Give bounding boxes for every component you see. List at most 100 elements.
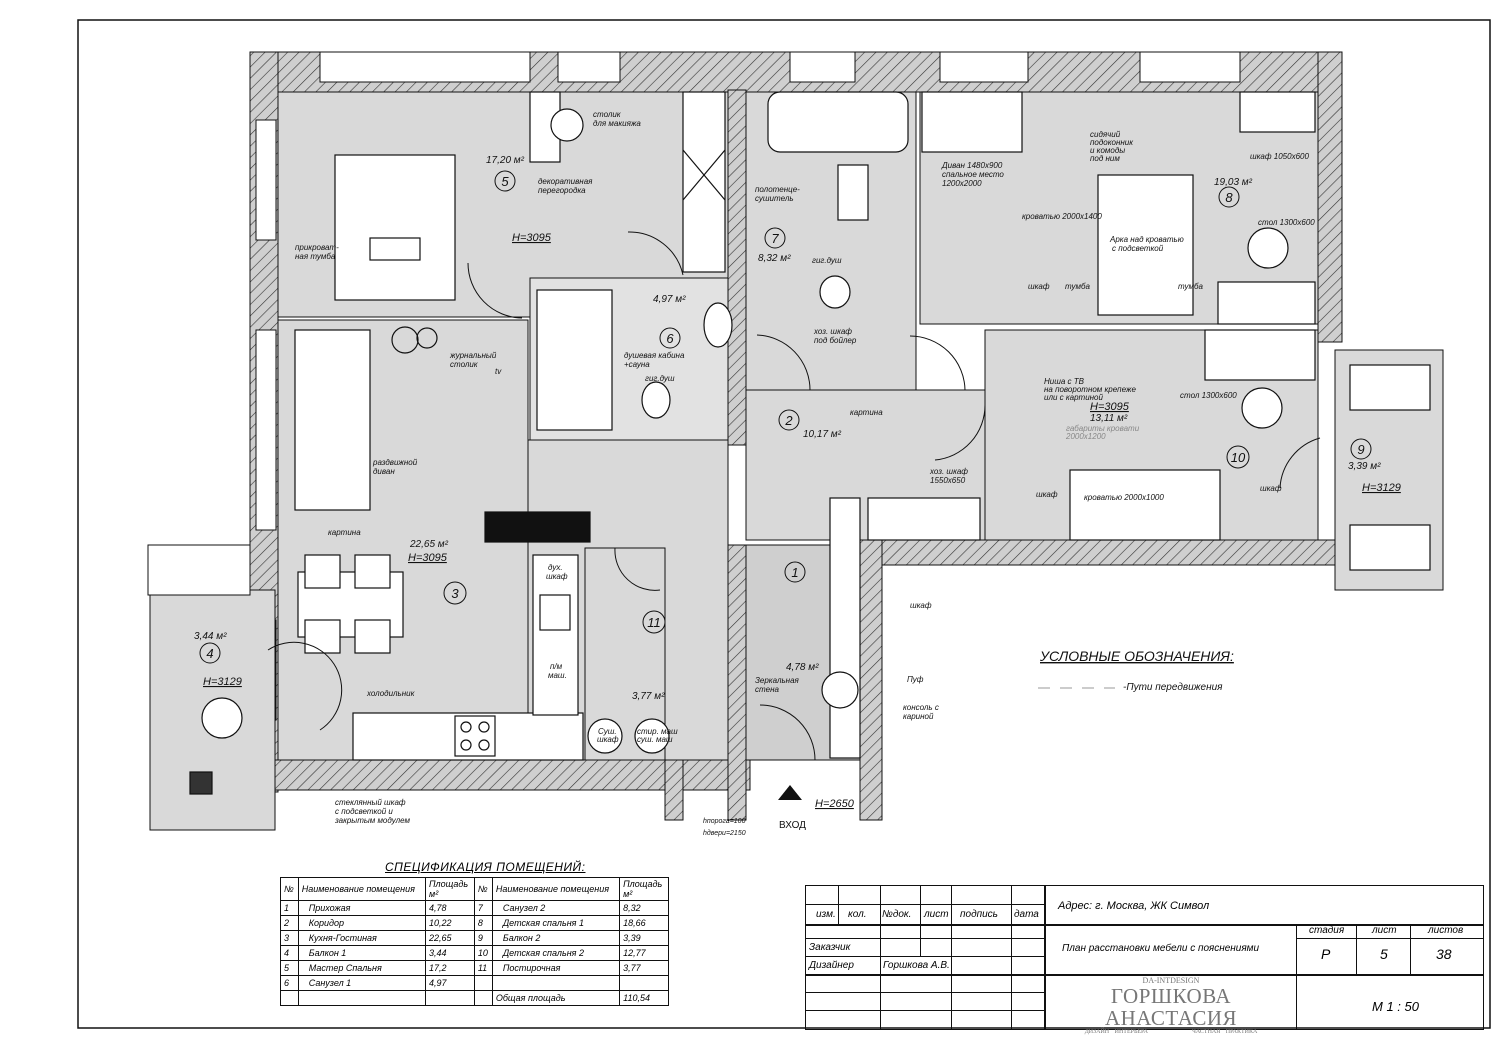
svg-text:Диван 1480х900: Диван 1480х900 (941, 161, 1003, 170)
svg-text:шкаф: шкаф (597, 735, 619, 744)
room-number-11: 11 (647, 615, 661, 630)
cell-name2: Постирочная (491, 960, 621, 976)
sheet-title: План расстановки мебели с пояснениями (1062, 943, 1260, 954)
cell-a2: 18,66 (619, 915, 669, 931)
col-date: дата (1014, 909, 1039, 920)
bed-master (334, 154, 456, 301)
room-number-6: 6 (666, 331, 674, 346)
svg-text:на поворотном крепеже: на поворотном крепеже (1044, 385, 1136, 394)
customer-label: Заказчик (809, 942, 851, 953)
svg-text:ная тумба: ная тумба (295, 252, 336, 261)
room-number-1: 1 (791, 565, 798, 580)
svg-text:шкаф: шкаф (1260, 484, 1282, 493)
drawing-frame (77, 19, 1491, 1029)
svg-text:hпорога=100: hпорога=100 (703, 818, 746, 825)
svg-text:подоконник: подоконник (1090, 138, 1134, 147)
svg-text:стол 1300х600: стол 1300х600 (1258, 218, 1315, 227)
svg-text:1200х2000: 1200х2000 (942, 179, 982, 188)
legend-item-paths: -Пути передвижения (1123, 682, 1223, 693)
svg-text:консоль с: консоль с (903, 703, 939, 712)
col-izm: изм. (816, 909, 836, 920)
cell-name1: Коридор (297, 915, 427, 931)
cell-name2: Детская спальня 2 (491, 945, 621, 961)
room-area-11: 3,77 м² (632, 691, 665, 702)
cell-n2: 7 (473, 900, 493, 916)
svg-text:холодильник: холодильник (366, 689, 416, 698)
svg-text:декоративная: декоративная (538, 177, 593, 186)
svg-text:столик: столик (593, 110, 622, 119)
svg-text:или с картиной: или с картиной (1044, 393, 1103, 402)
designer-name: Горшкова А.В. (883, 960, 950, 971)
svg-text:2000х1200: 2000х1200 (1065, 432, 1106, 441)
cell-n2 (473, 975, 493, 991)
room-number-2: 2 (784, 413, 793, 428)
svg-text:прикроват-: прикроват- (295, 243, 339, 252)
balcony-4-rail (147, 544, 251, 596)
room-number-9: 9 (1357, 442, 1364, 457)
sofa-8 (921, 91, 1023, 153)
cell-a2 (619, 975, 669, 991)
svg-text:диван: диван (373, 467, 395, 476)
svg-text:кроватью 2000х1000: кроватью 2000х1000 (1084, 493, 1164, 502)
svg-text:стеклянный шкаф: стеклянный шкаф (335, 798, 406, 807)
room-area-2: 10,17 м² (803, 429, 842, 440)
room-area-4: 3,44 м² (194, 631, 227, 642)
cell-n2: 11 (473, 960, 493, 976)
room-number-8: 8 (1225, 190, 1233, 205)
cell-n1: 6 (280, 975, 299, 991)
bed-10 (1069, 469, 1221, 541)
col-sign: подпись (960, 909, 998, 920)
svg-text:Зеркальная: Зеркальная (755, 676, 800, 685)
col-list: лист (924, 909, 949, 920)
shower-cabin (536, 289, 613, 431)
bathtub (767, 91, 909, 153)
svg-text:шкаф: шкаф (546, 572, 568, 581)
svg-text:габариты кровати: габариты кровати (1066, 424, 1140, 433)
hall-cabinet (829, 497, 861, 759)
room-area-6: 4,97 м² (653, 294, 686, 305)
svg-text:закрытым модулем: закрытым модулем (334, 816, 410, 825)
svg-text:стир. маш: стир. маш (637, 727, 678, 736)
cell-a2: 3,77 (619, 960, 669, 976)
cell-name2: Балкон 2 (491, 930, 621, 946)
svg-text:гиг.душ: гиг.душ (812, 256, 842, 265)
sheet-label: лист (1372, 925, 1397, 936)
svg-text:п/м: п/м (550, 662, 563, 671)
svg-text:столик: столик (450, 360, 479, 369)
room-height-9: H=3129 (1362, 482, 1401, 494)
cell-a2: 8,32 (619, 900, 669, 916)
room-markers (199, 170, 1372, 664)
svg-text:полотенце-: полотенце- (755, 185, 800, 194)
svg-text:суш. маш: суш. маш (637, 735, 673, 744)
svg-text:с подсветкой: с подсветкой (1112, 244, 1164, 253)
svg-text:маш.: маш. (548, 671, 567, 680)
stage-value: Р (1321, 946, 1331, 962)
svg-text:стол 1300х600: стол 1300х600 (1180, 391, 1237, 400)
room-height-10: H=3095 (1090, 401, 1130, 413)
svg-text:гиг.душ: гиг.душ (645, 374, 675, 383)
cell-name1: Санузел 1 (297, 975, 427, 991)
room-height-5: H=3095 (512, 232, 552, 244)
furniture (189, 91, 1431, 795)
sheets-value: 38 (1436, 946, 1452, 962)
room-height-3: H=3095 (408, 552, 448, 564)
svg-text:ВХОД: ВХОД (779, 820, 806, 831)
room-area-1: 4,78 м² (786, 662, 819, 673)
cell-name1: Прихожая (297, 900, 427, 916)
svg-text:картина: картина (328, 528, 361, 537)
cell-name2 (491, 975, 621, 991)
svg-text:Суш.: Суш. (598, 727, 617, 736)
room-number-7: 7 (771, 231, 779, 246)
svg-text:перегородка: перегородка (538, 186, 586, 195)
storage-cabinet (867, 497, 981, 541)
svg-text:шкаф: шкаф (1028, 282, 1050, 291)
room-area-8: 19,03 м² (1214, 177, 1253, 188)
cell-n1: 4 (280, 945, 299, 961)
svg-text:спальное место: спальное место (942, 170, 1004, 179)
title-block: изм. кол. №док. лист подпись дата Адрес:… (805, 885, 1484, 1035)
